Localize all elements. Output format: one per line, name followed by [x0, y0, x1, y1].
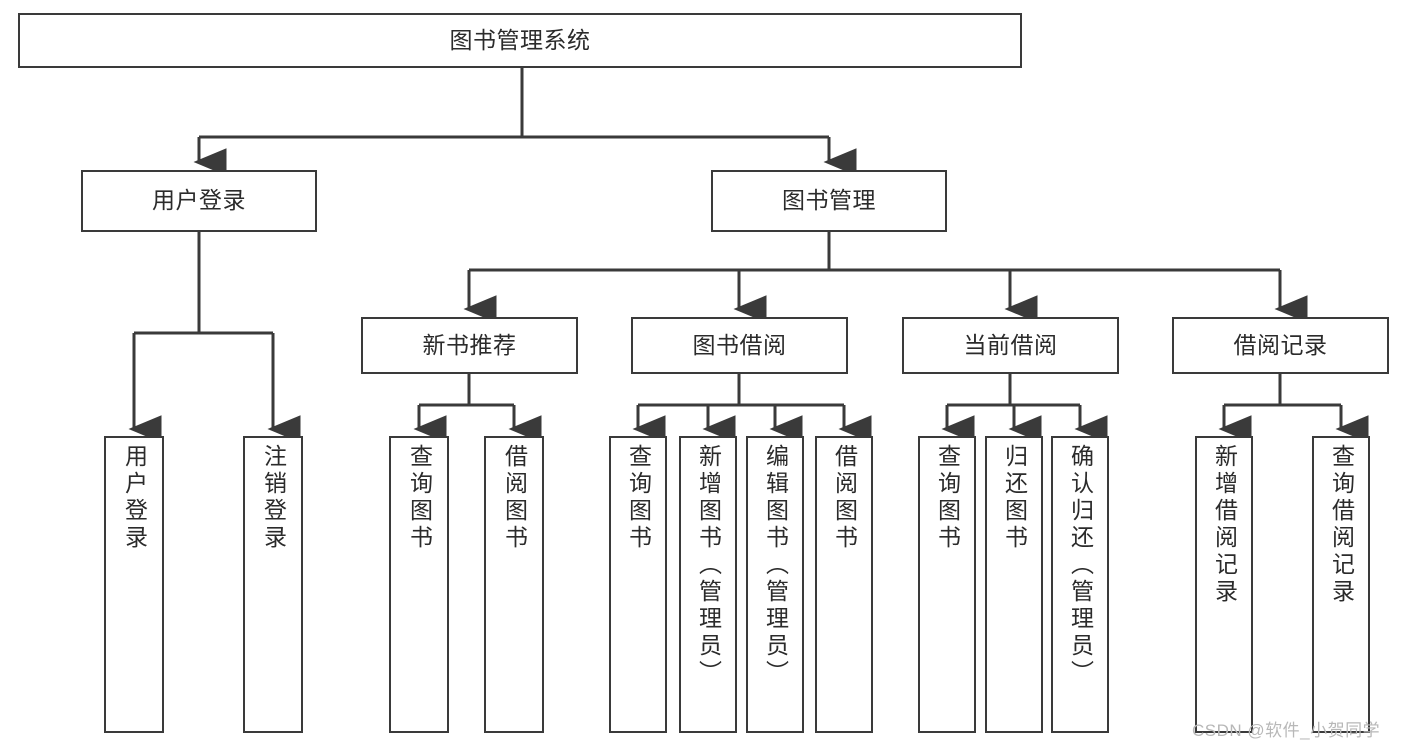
node-leaf-confirm-return[interactable]: 确认归还（管理员） — [1051, 436, 1109, 733]
node-user-login-label: 用户登录 — [152, 187, 246, 214]
node-leaf-return-book[interactable]: 归还图书 — [985, 436, 1043, 733]
node-leaf-query-book-2[interactable]: 查询图书 — [609, 436, 667, 733]
node-root[interactable]: 图书管理系统 — [18, 13, 1022, 68]
node-book-manage-label: 图书管理 — [782, 187, 876, 214]
node-current-borrow-label: 当前借阅 — [963, 331, 1058, 358]
node-leaf-query-book-1-label: 查询图书 — [406, 444, 433, 552]
node-leaf-user-login[interactable]: 用户登录 — [104, 436, 164, 733]
node-book-borrow-label: 图书借阅 — [692, 331, 787, 358]
node-leaf-borrow-book-1-label: 借阅图书 — [501, 444, 528, 552]
node-leaf-return-book-label: 归还图书 — [1001, 444, 1028, 552]
node-book-manage[interactable]: 图书管理 — [711, 170, 947, 232]
node-leaf-add-record[interactable]: 新增借阅记录 — [1195, 436, 1253, 733]
node-leaf-borrow-book-2-label: 借阅图书 — [831, 444, 858, 552]
node-leaf-query-book-3-label: 查询图书 — [934, 444, 961, 552]
node-leaf-borrow-book-1[interactable]: 借阅图书 — [484, 436, 544, 733]
node-leaf-edit-book-label: 编辑图书（管理员） — [762, 444, 789, 687]
node-leaf-add-book[interactable]: 新增图书（管理员） — [679, 436, 737, 733]
node-current-borrow[interactable]: 当前借阅 — [902, 317, 1119, 374]
node-borrow-record[interactable]: 借阅记录 — [1172, 317, 1389, 374]
node-leaf-query-record-label: 查询借阅记录 — [1328, 444, 1355, 606]
node-user-login[interactable]: 用户登录 — [81, 170, 317, 232]
node-leaf-query-book-3[interactable]: 查询图书 — [918, 436, 976, 733]
node-leaf-logout[interactable]: 注销登录 — [243, 436, 303, 733]
node-new-book-rec[interactable]: 新书推荐 — [361, 317, 578, 374]
node-borrow-record-label: 借阅记录 — [1233, 331, 1328, 358]
node-leaf-logout-label: 注销登录 — [260, 444, 287, 552]
node-leaf-query-book-2-label: 查询图书 — [625, 444, 652, 552]
node-leaf-query-book-1[interactable]: 查询图书 — [389, 436, 449, 733]
node-leaf-query-record[interactable]: 查询借阅记录 — [1312, 436, 1370, 733]
node-book-borrow[interactable]: 图书借阅 — [631, 317, 848, 374]
node-leaf-add-book-label: 新增图书（管理员） — [695, 444, 722, 687]
node-root-label: 图书管理系统 — [449, 26, 591, 53]
node-new-book-rec-label: 新书推荐 — [422, 331, 517, 358]
node-leaf-confirm-return-label: 确认归还（管理员） — [1067, 444, 1094, 687]
csdn-watermark: CSDN @软件_小贺同学 — [1192, 721, 1381, 740]
node-leaf-user-login-label: 用户登录 — [121, 444, 148, 552]
node-leaf-add-record-label: 新增借阅记录 — [1211, 444, 1238, 606]
node-leaf-borrow-book-2[interactable]: 借阅图书 — [815, 436, 873, 733]
node-leaf-edit-book[interactable]: 编辑图书（管理员） — [746, 436, 804, 733]
